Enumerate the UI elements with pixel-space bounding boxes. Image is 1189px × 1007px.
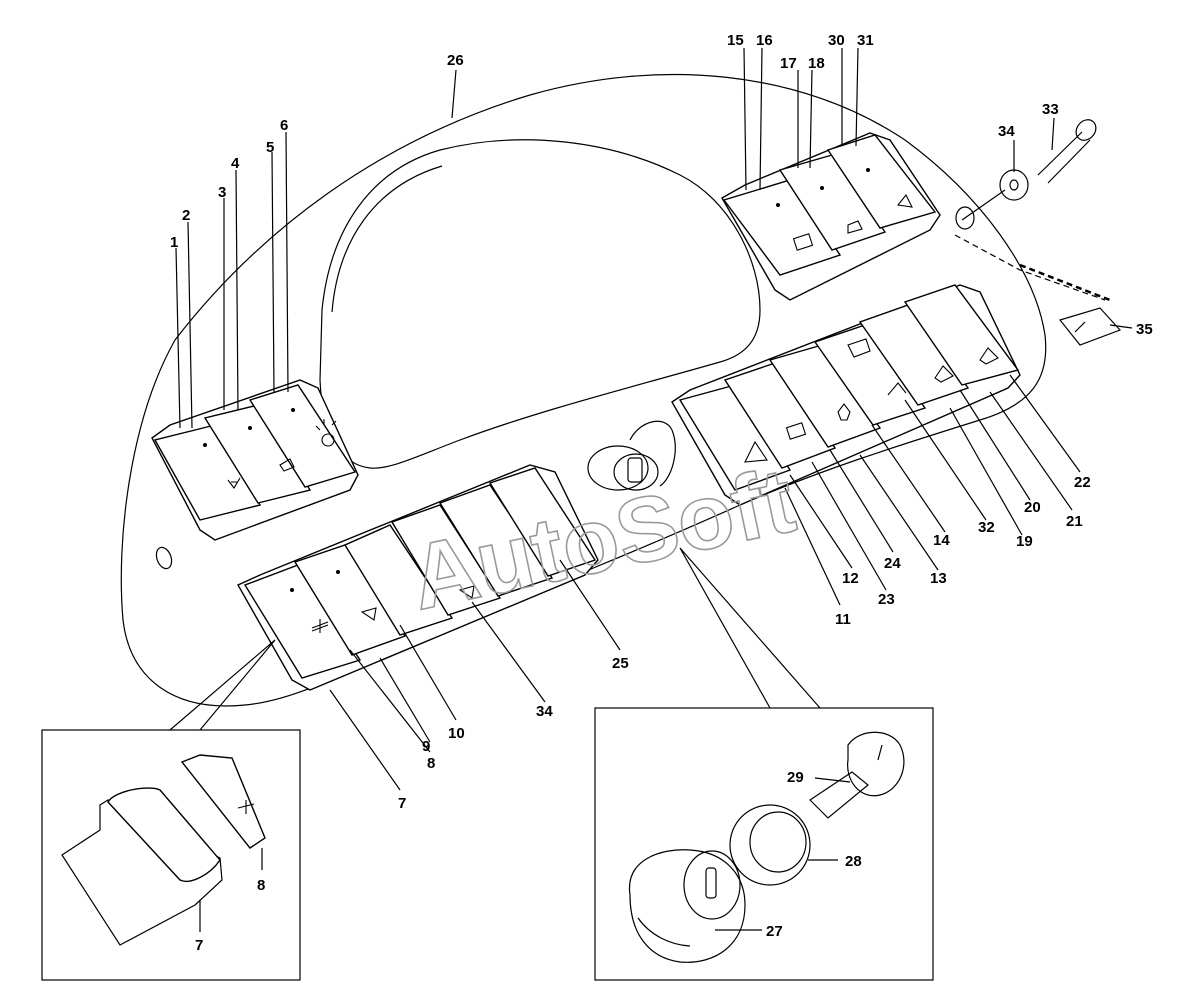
label-32: 32 [978, 519, 995, 536]
panel-outline [120, 73, 1047, 707]
label-25: 25 [612, 655, 629, 672]
label-9: 9 [422, 738, 430, 755]
switch-group-right-row [671, 284, 1021, 506]
inset-connectors [169, 547, 821, 731]
label-5: 5 [266, 139, 274, 156]
label-21: 21 [1066, 513, 1083, 530]
label-10: 10 [448, 725, 465, 742]
label-22: 22 [1074, 474, 1091, 491]
label-29: 29 [787, 769, 804, 786]
label-33: 33 [1042, 101, 1059, 118]
label-8-inset: 8 [257, 877, 265, 894]
part-labels: 26 1 2 3 4 5 6 15 16 17 18 30 31 34 33 3… [170, 32, 1153, 954]
label-34-top: 34 [998, 123, 1015, 140]
label-4: 4 [231, 155, 240, 172]
label-3: 3 [218, 184, 226, 201]
label-20: 20 [1024, 499, 1041, 516]
label-24: 24 [884, 555, 901, 572]
callout-lines [175, 47, 1133, 791]
label-30: 30 [828, 32, 845, 49]
switch-group-lower [237, 464, 599, 691]
label-15: 15 [727, 32, 744, 49]
label-7-inset: 7 [195, 937, 203, 954]
label-14: 14 [933, 532, 950, 549]
label-16: 16 [756, 32, 773, 49]
label-7: 7 [398, 795, 406, 812]
switch-group-right-top [721, 132, 941, 301]
label-26: 26 [447, 52, 464, 69]
label-17: 17 [780, 55, 797, 72]
label-6: 6 [280, 117, 288, 134]
label-34: 34 [536, 703, 553, 720]
label-35: 35 [1136, 321, 1153, 338]
ignition-switch [587, 420, 676, 491]
label-8: 8 [427, 755, 435, 772]
inset-ignition-lock-detail [594, 707, 934, 981]
label-13: 13 [930, 570, 947, 587]
watermark: AutoSoft [402, 449, 803, 630]
switch-group-left [151, 379, 359, 541]
label-31: 31 [857, 32, 874, 49]
inset-rocker-switch-detail [41, 729, 301, 981]
label-11: 11 [835, 611, 851, 628]
label-27: 27 [766, 923, 783, 940]
label-18: 18 [808, 55, 825, 72]
label-28: 28 [845, 853, 862, 870]
label-2: 2 [182, 207, 190, 224]
label-1: 1 [170, 234, 178, 251]
label-23: 23 [878, 591, 895, 608]
label-12: 12 [842, 570, 859, 587]
label-19: 19 [1016, 533, 1033, 550]
